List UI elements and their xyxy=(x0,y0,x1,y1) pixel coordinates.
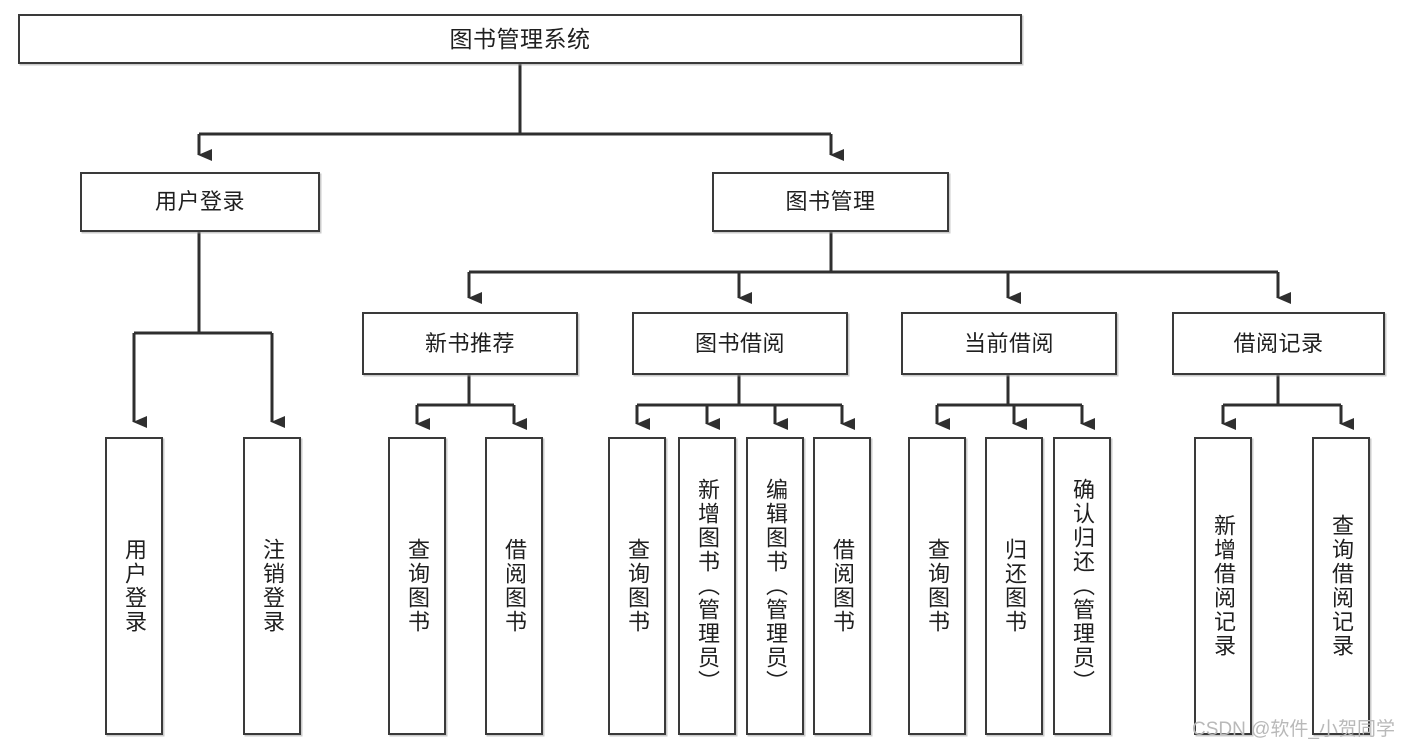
node-leaf-query-book-1-label: 查询图书 xyxy=(405,538,430,634)
node-leaf-add-book-admin-label: 新增图书（管理员） xyxy=(695,478,720,694)
node-borrow-record[interactable]: 借阅记录 xyxy=(1172,312,1385,375)
node-leaf-add-borrow-record-label: 新增借阅记录 xyxy=(1211,514,1236,658)
node-leaf-return-book[interactable]: 归还图书 xyxy=(985,437,1043,735)
node-leaf-confirm-return-admin[interactable]: 确认归还（管理员） xyxy=(1053,437,1111,735)
node-current-borrow-label: 当前借阅 xyxy=(963,330,1054,356)
node-leaf-edit-book-admin[interactable]: 编辑图书（管理员） xyxy=(746,437,804,735)
node-leaf-logout-login-label: 注销登录 xyxy=(260,538,285,634)
node-leaf-query-borrow-record[interactable]: 查询借阅记录 xyxy=(1312,437,1370,735)
node-book-borrow-label: 图书借阅 xyxy=(694,330,785,356)
node-leaf-query-book-2[interactable]: 查询图书 xyxy=(608,437,666,735)
node-leaf-add-book-admin[interactable]: 新增图书（管理员） xyxy=(678,437,736,735)
node-current-borrow[interactable]: 当前借阅 xyxy=(901,312,1117,375)
node-new-book-recommend[interactable]: 新书推荐 xyxy=(362,312,578,375)
node-leaf-borrow-book-2[interactable]: 借阅图书 xyxy=(813,437,871,735)
node-borrow-record-label: 借阅记录 xyxy=(1233,330,1324,356)
node-leaf-user-login[interactable]: 用户登录 xyxy=(105,437,163,735)
node-book-manage[interactable]: 图书管理 xyxy=(712,172,949,232)
node-root-label: 图书管理系统 xyxy=(449,25,591,52)
node-user-login-label: 用户登录 xyxy=(154,189,245,215)
node-new-book-recommend-label: 新书推荐 xyxy=(424,330,515,356)
node-leaf-confirm-return-admin-label: 确认归还（管理员） xyxy=(1070,478,1095,694)
node-leaf-return-book-label: 归还图书 xyxy=(1002,538,1027,634)
node-root[interactable]: 图书管理系统 xyxy=(18,14,1022,64)
node-leaf-query-book-1[interactable]: 查询图书 xyxy=(388,437,446,735)
node-leaf-add-borrow-record[interactable]: 新增借阅记录 xyxy=(1194,437,1252,735)
node-leaf-query-book-3-label: 查询图书 xyxy=(925,538,950,634)
node-leaf-user-login-label: 用户登录 xyxy=(122,538,147,634)
node-leaf-query-book-3[interactable]: 查询图书 xyxy=(908,437,966,735)
node-leaf-borrow-book-2-label: 借阅图书 xyxy=(830,538,855,634)
node-leaf-query-borrow-record-label: 查询借阅记录 xyxy=(1329,514,1354,658)
node-book-borrow[interactable]: 图书借阅 xyxy=(632,312,848,375)
node-leaf-borrow-book-1-label: 借阅图书 xyxy=(502,538,527,634)
node-leaf-edit-book-admin-label: 编辑图书（管理员） xyxy=(763,478,788,694)
node-leaf-logout-login[interactable]: 注销登录 xyxy=(243,437,301,735)
node-leaf-borrow-book-1[interactable]: 借阅图书 xyxy=(485,437,543,735)
node-book-manage-label: 图书管理 xyxy=(785,189,876,215)
node-leaf-query-book-2-label: 查询图书 xyxy=(625,538,650,634)
node-user-login[interactable]: 用户登录 xyxy=(80,172,320,232)
